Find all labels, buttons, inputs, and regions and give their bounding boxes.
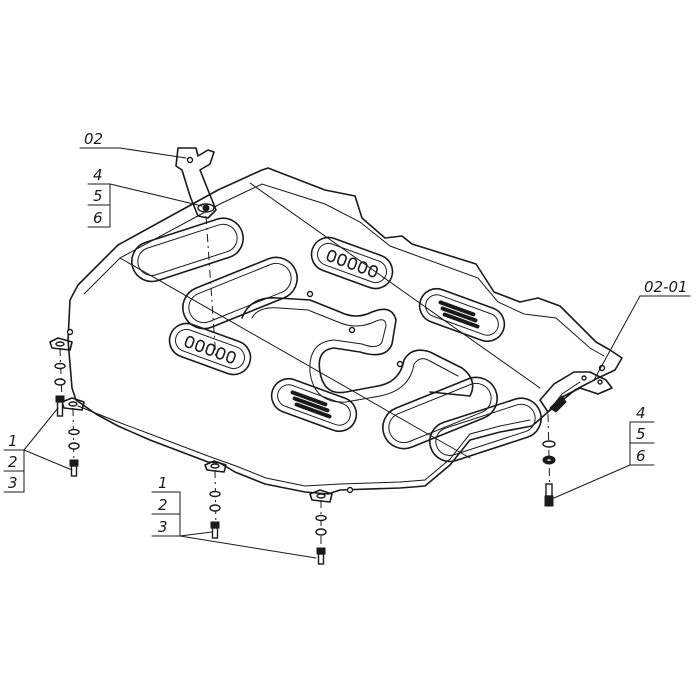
label-stack-top-left-3: 6 bbox=[93, 209, 103, 227]
fasteners bbox=[54, 362, 556, 565]
rib-slot bbox=[131, 217, 244, 283]
tab bbox=[49, 337, 73, 351]
vent-window-louvres-bottom bbox=[270, 377, 358, 433]
tab bbox=[309, 489, 333, 503]
label-bracket-02-01: 02-01 bbox=[644, 278, 688, 296]
skid-plate-lower-edge bbox=[77, 405, 531, 487]
fastener-set-left-a bbox=[54, 362, 66, 417]
fold-line-bottom bbox=[249, 182, 541, 389]
bracket-02-01 bbox=[539, 371, 613, 413]
skid-plate-outline bbox=[67, 167, 623, 495]
mounting-holes bbox=[66, 290, 606, 494]
stamped-ribs bbox=[131, 217, 542, 463]
vent-window-louvres-right bbox=[418, 287, 506, 343]
label-stack-bottom-center-3: 3 bbox=[158, 518, 168, 536]
label-stack-left-1: 1 bbox=[8, 432, 18, 450]
leader-lines bbox=[3, 147, 691, 559]
vent-window-round-holes-top bbox=[310, 236, 394, 290]
part-labels: 02 4 5 6 02-01 4 5 6 1 2 3 1 2 3 bbox=[8, 130, 688, 536]
label-bracket-02: 02 bbox=[84, 130, 103, 148]
rib-slot-inner bbox=[188, 262, 292, 324]
rib-slot-inner bbox=[388, 382, 492, 444]
rib-slot-inner bbox=[137, 223, 238, 276]
label-stack-bottom-center-1: 1 bbox=[158, 474, 168, 492]
label-stack-left-2: 2 bbox=[8, 453, 18, 471]
fastener-set-left-b bbox=[68, 428, 80, 477]
tab bbox=[61, 397, 85, 411]
label-stack-bottom-center-2: 2 bbox=[158, 496, 168, 514]
mounting-tabs bbox=[49, 337, 333, 503]
fold-line-top bbox=[119, 257, 471, 459]
bracket-02 bbox=[175, 147, 217, 219]
fastener-set-center-a bbox=[209, 490, 221, 539]
rib-serpentine bbox=[241, 297, 474, 397]
rib-slot-inner bbox=[435, 403, 536, 456]
vent-window-round-holes-left bbox=[168, 322, 252, 376]
label-stack-bottom-right-1: 4 bbox=[636, 404, 646, 422]
vent-windows bbox=[168, 236, 506, 433]
rib-slot bbox=[429, 397, 542, 463]
label-stack-top-left-1: 4 bbox=[93, 166, 103, 184]
label-stack-top-left-2: 5 bbox=[93, 187, 103, 205]
label-stack-bottom-right-3: 6 bbox=[636, 447, 646, 465]
fastener-set-center-b bbox=[315, 514, 327, 565]
label-stack-bottom-right-2: 5 bbox=[636, 425, 646, 443]
label-stack-left-3: 3 bbox=[8, 474, 18, 492]
rib-slot bbox=[182, 256, 298, 330]
skid-plate bbox=[67, 167, 623, 495]
rib-slot bbox=[382, 376, 498, 450]
skid-plate-inner-edge bbox=[83, 183, 605, 357]
rib-serpentine-inner bbox=[251, 307, 459, 403]
fastener-set-right bbox=[542, 440, 556, 507]
tab bbox=[204, 460, 227, 473]
